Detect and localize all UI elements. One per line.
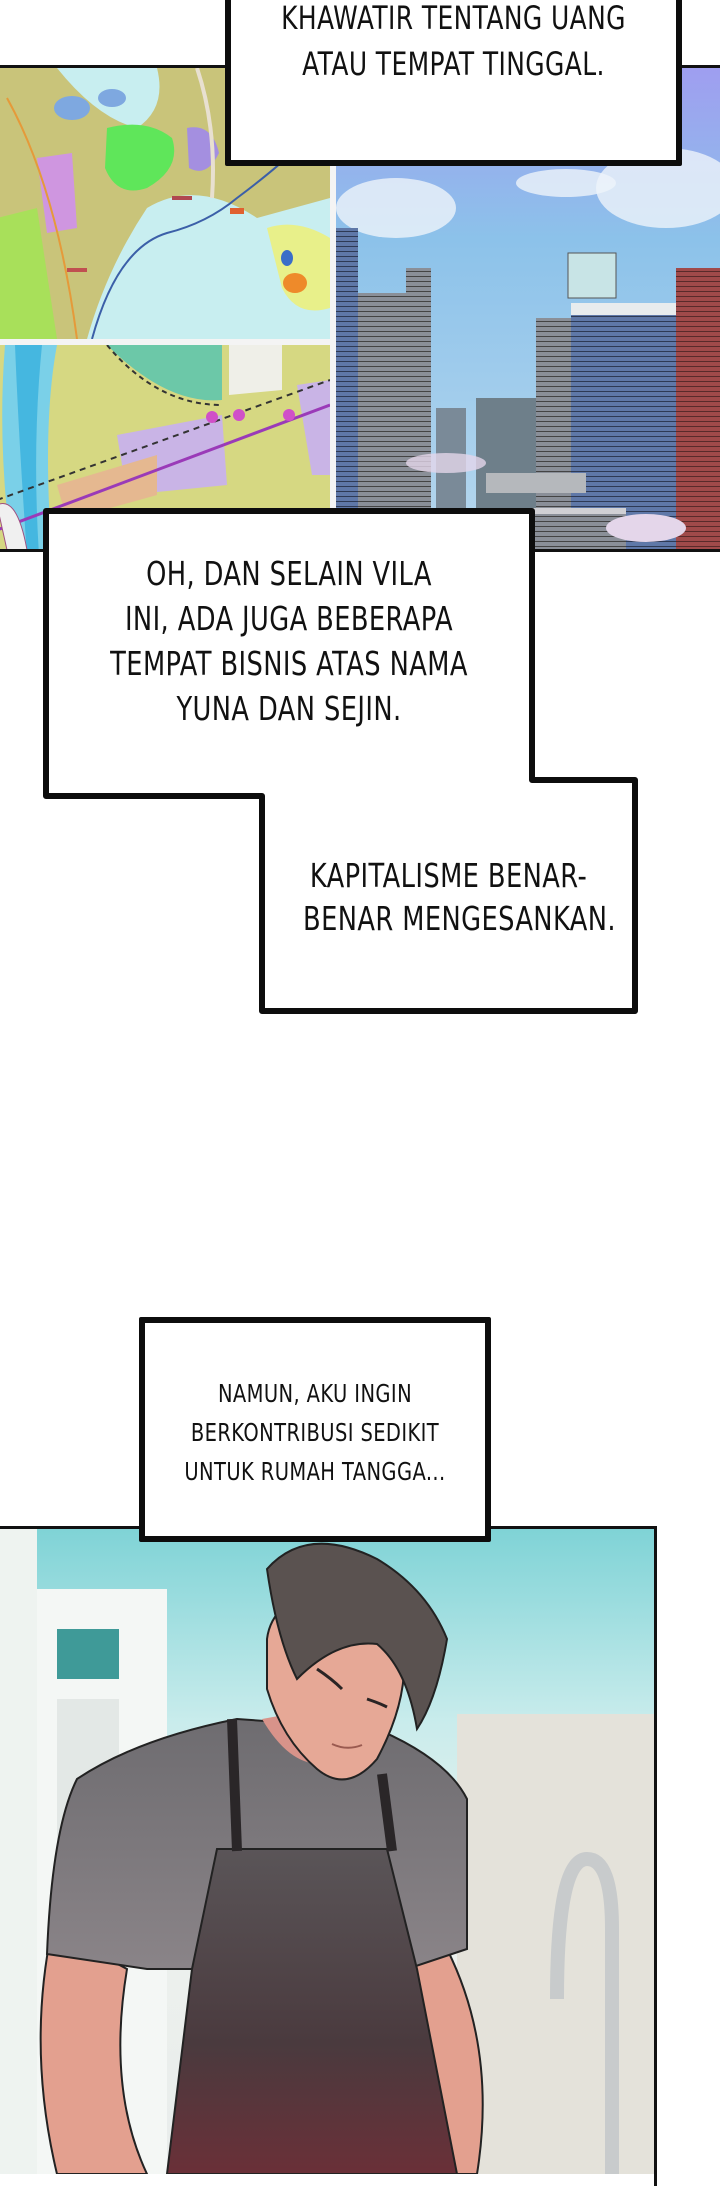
kitchen-panel: [0, 1526, 657, 2186]
zoning-map-top: [0, 68, 330, 339]
caption-line: BERKONTRIBUSI SEDIKIT: [190, 1418, 440, 1447]
caption-box-middle-upper: OH, DAN SELAIN VILA INI, ADA JUGA BEBERA…: [46, 511, 532, 796]
caption-box-middle-lower: KAPITALISME BENAR- BENAR MENGESANKAN.: [262, 796, 635, 1011]
caption-line: BENAR MENGESANKAN.: [303, 899, 616, 938]
caption-line: INI, ADA JUGA BEBERAPA: [124, 599, 454, 638]
map-divider: [0, 339, 332, 345]
caption-line: OH, DAN SELAIN VILA: [146, 554, 432, 593]
caption-line: TEMPAT BISNIS ATAS NAMA: [110, 644, 468, 683]
caption-line: ATAU TEMPAT TINGGAL.: [302, 45, 605, 83]
caption-box-stepped-outline: [43, 508, 638, 1014]
caption-line: NAMUN, AKU INGIN: [217, 1379, 413, 1408]
caption-line: KHAWATIR TENTANG UANG: [281, 0, 626, 37]
caption-line: KAPITALISME BENAR-: [309, 856, 588, 895]
panel-gutter: [330, 68, 336, 549]
caption-box-bottom: NAMUN, AKU INGIN BERKONTRIBUSI SEDIKIT U…: [139, 1317, 491, 1542]
caption-line: UNTUK RUMAH TANGGA...: [184, 1457, 446, 1486]
caption-line: YUNA DAN SEJIN.: [176, 689, 402, 728]
caption-box-top: KHAWATIR TENTANG UANG ATAU TEMPAT TINGGA…: [225, 0, 682, 166]
